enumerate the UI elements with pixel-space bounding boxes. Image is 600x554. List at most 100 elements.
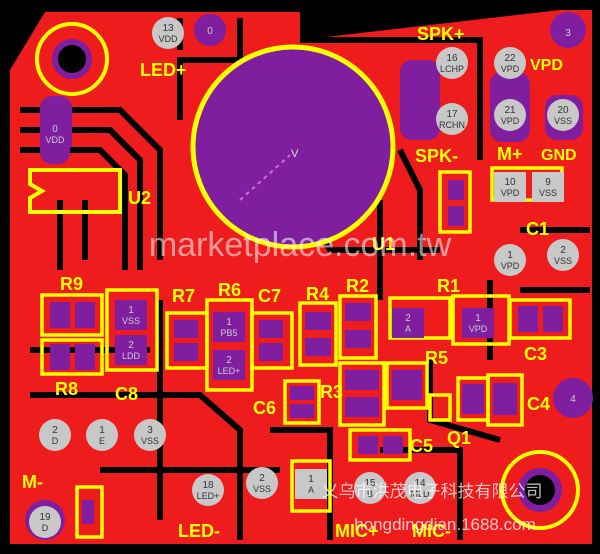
label-mic-minus: MIC- xyxy=(412,521,451,541)
pad-name: VPD xyxy=(469,324,488,334)
label-m-plus: M+ xyxy=(497,144,523,164)
label-r8: R8 xyxy=(55,379,78,399)
pad-p1e: 1E xyxy=(86,419,118,451)
label-c8: C8 xyxy=(115,384,138,404)
smd-pads xyxy=(50,180,563,524)
pad-name: VDD xyxy=(45,135,65,145)
pad-name: VSS xyxy=(554,116,572,126)
pad-p4: 4 xyxy=(557,382,589,414)
pad-name: VSS xyxy=(141,436,159,446)
u2-outline xyxy=(28,168,122,214)
label-c3: C3 xyxy=(524,344,547,364)
pad-name: PB5 xyxy=(220,328,237,338)
ratsnest-line xyxy=(239,154,291,201)
pad-name: A xyxy=(308,485,314,495)
pad-number: 0 xyxy=(207,26,213,37)
pad-name: VSS xyxy=(253,484,271,494)
pad-name: D xyxy=(42,523,49,533)
pad-name: VPD xyxy=(501,261,520,271)
pad-name: B xyxy=(367,489,373,499)
label-r7: R7 xyxy=(172,286,195,306)
pad-number: 17 xyxy=(446,109,458,120)
pad-p3: 3 xyxy=(552,16,584,48)
pad-name: VDD xyxy=(158,34,178,44)
pad-name: VPD xyxy=(501,188,520,198)
label-c6: C6 xyxy=(253,398,276,418)
label-r3: R3 xyxy=(320,382,343,402)
pad-number: 10 xyxy=(504,177,516,188)
mounting-hole-bottom-right xyxy=(500,450,580,530)
pad-number: 4 xyxy=(570,394,576,405)
pad-number: 18 xyxy=(202,480,214,491)
pad-number: 14 xyxy=(414,478,426,489)
ic-label-v: V xyxy=(291,148,299,160)
label-c5: C5 xyxy=(410,436,433,456)
pad-name: VSS xyxy=(122,316,140,326)
labeled-pads: 13VDD00VDD316LCHP22VPD17RCHN21VPD20VSS10… xyxy=(29,14,589,538)
label-r2: R2 xyxy=(346,276,369,296)
pad-p19: 19D xyxy=(29,506,61,538)
pad-number: 9 xyxy=(545,177,551,188)
speaker-footprint xyxy=(190,44,396,250)
pad-number: 1 xyxy=(507,250,513,261)
pad-p0a: 0 xyxy=(194,14,226,46)
label-r4: R4 xyxy=(306,284,329,304)
watermark-url: hongdingdian.1688.com xyxy=(354,515,535,534)
pad-name: RCHN xyxy=(439,120,465,130)
pad-name: LED+ xyxy=(197,491,220,501)
label-gnd: GND xyxy=(541,147,577,164)
pad-name: VPD xyxy=(501,116,520,126)
pad-number: 20 xyxy=(557,105,569,116)
label-c4: C4 xyxy=(527,394,550,414)
label-led-minus: LED- xyxy=(178,521,220,541)
label-r9: R9 xyxy=(60,274,83,294)
label-c1: C1 xyxy=(526,219,549,239)
label-led-plus: LED+ xyxy=(140,60,187,80)
pad-number: 1 xyxy=(99,425,105,436)
label-r6: R6 xyxy=(218,280,241,300)
watermark-main: marketplace.com.tw xyxy=(149,226,452,264)
pad-name: LDD xyxy=(122,351,141,361)
pad-name: A xyxy=(405,324,411,334)
label-r1: R1 xyxy=(437,276,460,296)
pad-name: VSS xyxy=(554,256,572,266)
pad-p15: 15B xyxy=(354,472,386,504)
pad-name: D xyxy=(52,436,59,446)
pad-number: 2 xyxy=(560,245,566,256)
pad-name: E xyxy=(99,436,105,446)
component-outlines xyxy=(40,166,572,539)
pad-number: 1 xyxy=(475,313,481,324)
pad-p2a: 2A xyxy=(392,308,424,338)
pad-number: 1 xyxy=(128,305,134,316)
pad-number: 22 xyxy=(504,53,516,64)
label-q1: Q1 xyxy=(447,428,471,448)
pad-number: 15 xyxy=(364,478,376,489)
pad-number: 3 xyxy=(147,425,153,436)
silkscreen-labels: LED+ U2 SPK+ VPD SPK- M+ GND C1 U1 R9 R8… xyxy=(22,24,577,541)
pad-number: 2 xyxy=(226,355,232,366)
pad-name: VPD xyxy=(501,64,520,74)
pad-number: 1 xyxy=(226,317,232,328)
label-u1: U1 xyxy=(372,234,395,254)
pad-number: 0 xyxy=(52,124,58,135)
pad-number: 1 xyxy=(308,474,314,485)
pad-number: 16 xyxy=(446,53,458,64)
pad-p1a: 1A xyxy=(295,469,327,499)
